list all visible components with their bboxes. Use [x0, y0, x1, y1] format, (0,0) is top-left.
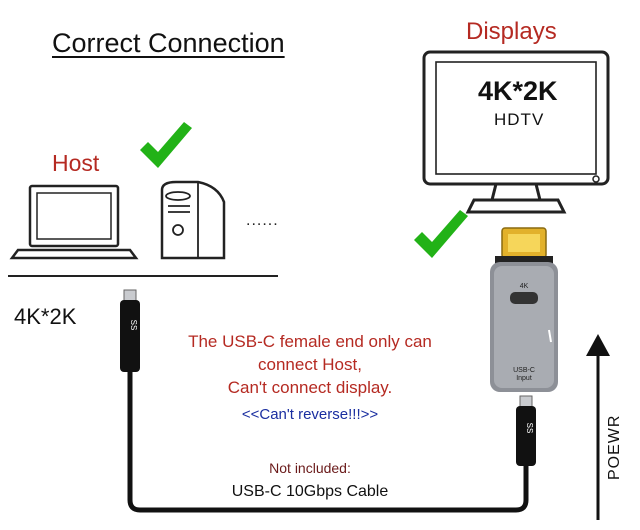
hdmi-adapter-icon: [490, 227, 558, 392]
displays-label: Displays: [466, 18, 557, 45]
adapter-bottom-label-line1: USB-C: [513, 367, 535, 374]
note-line-2: connect Host,: [258, 355, 362, 374]
note-warning: <<Can't reverse!!!>>: [241, 406, 379, 423]
usb-c-cable: [127, 372, 529, 513]
resolution-label: 4K*2K: [14, 304, 77, 329]
tv-resolution: 4K*2K: [478, 76, 558, 106]
host-label: Host: [52, 150, 100, 176]
cable-name: USB-C 10Gbps Cable: [231, 483, 389, 500]
power-label: POEWR: [606, 414, 623, 480]
note-line-3: Can't connect display.: [227, 378, 393, 397]
tv-icon: [422, 50, 610, 214]
check-icon: [414, 210, 468, 258]
laptop-icon: [9, 184, 139, 260]
tv-subtitle: HDTV: [494, 110, 545, 129]
svg-text:SS: SS: [129, 320, 138, 331]
note-line-1: The USB-C female end only can: [188, 332, 432, 351]
adapter-bottom-label-line2: Input: [516, 375, 532, 382]
not-included-label: Not included:: [269, 460, 351, 476]
page-title: Correct Connection: [52, 28, 285, 58]
svg-text:SS: SS: [525, 423, 534, 434]
usb-c-plug-icon: SS: [516, 395, 536, 466]
adapter-top-label: 4K: [520, 283, 529, 290]
usb-c-plug-icon: SS: [120, 289, 140, 372]
more-devices-ellipsis: ......: [246, 212, 279, 229]
arrow-up-icon: [586, 334, 610, 520]
check-icon: [140, 122, 192, 168]
desktop-tower-icon: [160, 180, 226, 260]
